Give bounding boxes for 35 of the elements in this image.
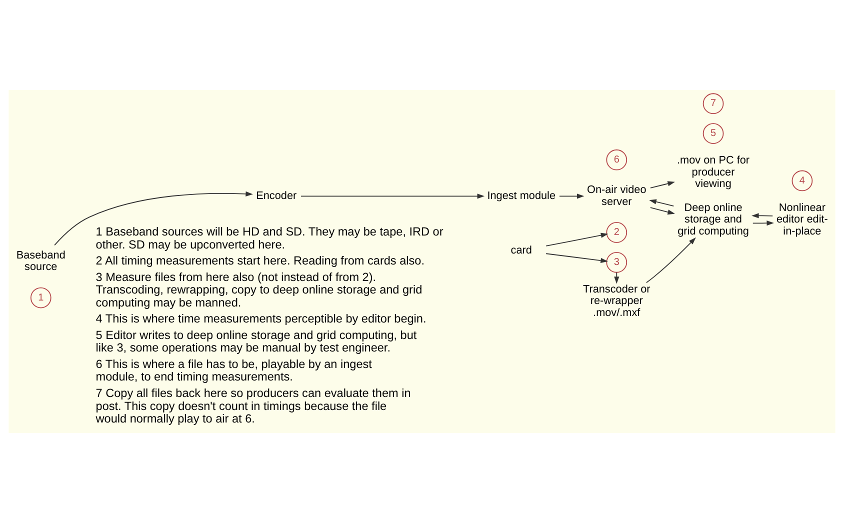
arrow <box>546 253 608 264</box>
label: 4 This is where time measurements perceptible by editor begin. <box>96 312 426 326</box>
arrow <box>752 220 774 226</box>
node-text: Ingest module <box>487 190 556 202</box>
arrow <box>752 213 774 218</box>
arrow <box>300 194 485 199</box>
arrow <box>649 199 674 207</box>
node-text: .mov on PC for producer viewing <box>677 154 750 190</box>
node-circle: 6 <box>606 149 628 170</box>
node-text: Transcoder or re-wrapper .mov/.mxf <box>582 283 650 320</box>
node-circle: 3 <box>606 252 628 273</box>
arrow <box>614 272 620 284</box>
arrow <box>650 181 675 188</box>
label: 5 Editor writes to deep online storage and grid computing, but like 3, some operations may be manual by test engineer. <box>96 328 417 355</box>
label: 7 Copy all files back here so producers can evaluate them in post. This copy doesn't count in timings because the file would normally play to air at 6. <box>96 387 411 426</box>
arrow <box>650 207 675 215</box>
node-circle: 1 <box>30 287 52 308</box>
node-text: Encoder <box>256 190 297 202</box>
arrow <box>559 194 584 199</box>
node-circle: 2 <box>606 222 628 243</box>
label: 1 Baseband sources will be HD and SD. They may be tape, IRD or other. SD may be upconverted here. <box>96 226 444 252</box>
arrow <box>646 237 696 284</box>
node-text: On-air video server <box>587 184 646 208</box>
node-circle: 4 <box>792 170 813 192</box>
node-text: Deep online storage and grid computing <box>678 202 749 238</box>
node-text: Baseband source <box>16 249 66 274</box>
label: 2 All timing measurements start here. Reading from cards also. <box>96 254 425 268</box>
node-text: card <box>510 244 532 256</box>
node-text: Nonlinear editor edit-in-place <box>776 202 828 238</box>
node-circle: 5 <box>702 123 724 144</box>
label: 6 This is where a file has to be, playable by an ingest module, to end timing measurements. <box>96 358 372 384</box>
arrow <box>546 232 608 246</box>
label: 3 Measure files from here also (not instead of from 2). Transcoding, rewrapping, copy to deep online storage and grid computing may be manned. <box>96 270 422 310</box>
node-circle: 7 <box>702 93 724 114</box>
arrow <box>54 191 253 246</box>
